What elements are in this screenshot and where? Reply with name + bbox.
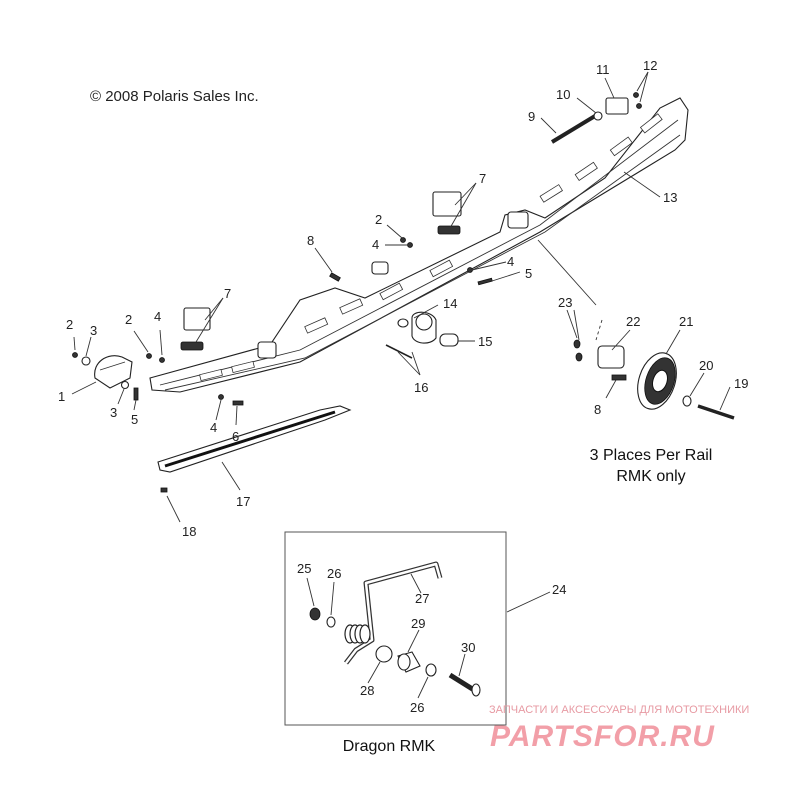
callout-4: 4 — [372, 237, 379, 252]
callout-4: 4 — [507, 254, 514, 269]
callout-9: 9 — [528, 109, 535, 124]
callout-5: 5 — [131, 412, 138, 427]
callout-18: 18 — [182, 524, 196, 539]
callout-24: 24 — [552, 582, 566, 597]
callout-23: 23 — [558, 295, 572, 310]
callout-20: 20 — [699, 358, 713, 373]
callout-1: 1 — [58, 389, 65, 404]
inset-caption: Dragon RMK — [343, 738, 436, 755]
callout-26: 26 — [327, 566, 341, 581]
watermark-tagline: ЗАПЧАСТИ И АКСЕССУАРЫ ДЛЯ МОТОТЕХНИКИ — [489, 704, 749, 716]
note-rmk-only: RMK only — [616, 468, 685, 485]
callout-28: 28 — [360, 683, 374, 698]
callout-19: 19 — [734, 376, 748, 391]
callout-11: 11 — [596, 62, 610, 77]
callout-2: 2 — [125, 312, 132, 327]
callout-10: 10 — [556, 87, 570, 102]
callout-29: 29 — [411, 616, 425, 631]
callout-15: 15 — [478, 334, 492, 349]
callout-3: 3 — [90, 323, 97, 338]
wear-strip — [157, 405, 352, 473]
leader-lines — [71, 71, 731, 523]
callout-12: 12 — [643, 58, 657, 73]
callout-30: 30 — [461, 640, 475, 655]
idler-hardware — [385, 311, 459, 359]
callout-25: 25 — [297, 561, 311, 576]
callout-7: 7 — [224, 286, 231, 301]
callout-labels: 2 3 2 4 1 3 5 4 6 7 8 2 4 7 4 5 9 10 11 … — [58, 58, 748, 539]
callout-13: 13 — [663, 190, 677, 205]
rear-hardware — [550, 92, 642, 144]
inset-dragon-rmk: 24 25 26 27 29 28 — [284, 531, 566, 726]
copyright-text: © 2008 Polaris Sales Inc. — [90, 88, 259, 105]
callout-2: 2 — [375, 212, 382, 227]
callout-17: 17 — [236, 494, 250, 509]
callout-16: 16 — [414, 380, 428, 395]
idler-wheel-assembly — [573, 339, 735, 420]
callout-21: 21 — [679, 314, 693, 329]
watermark: ЗАПЧАСТИ И АКСЕССУАРЫ ДЛЯ МОТОТЕХНИКИ PA… — [489, 704, 749, 753]
callout-26: 26 — [410, 700, 424, 715]
callout-2: 2 — [66, 317, 73, 332]
callout-7: 7 — [479, 171, 486, 186]
watermark-brand: PARTSFOR.RU — [490, 720, 715, 753]
callout-4: 4 — [154, 309, 161, 324]
callout-4: 4 — [210, 420, 217, 435]
callout-6: 6 — [232, 429, 239, 444]
callout-8: 8 — [594, 402, 601, 417]
note-places-per-rail: 3 Places Per Rail — [590, 447, 713, 464]
callout-3: 3 — [110, 405, 117, 420]
callout-5: 5 — [525, 266, 532, 281]
callout-22: 22 — [626, 314, 640, 329]
slide-rail — [149, 97, 689, 393]
callout-27: 27 — [415, 591, 429, 606]
hardware-fasteners — [72, 237, 493, 493]
callout-8: 8 — [307, 233, 314, 248]
callout-14: 14 — [443, 296, 457, 311]
rail-tip-part — [94, 355, 133, 389]
